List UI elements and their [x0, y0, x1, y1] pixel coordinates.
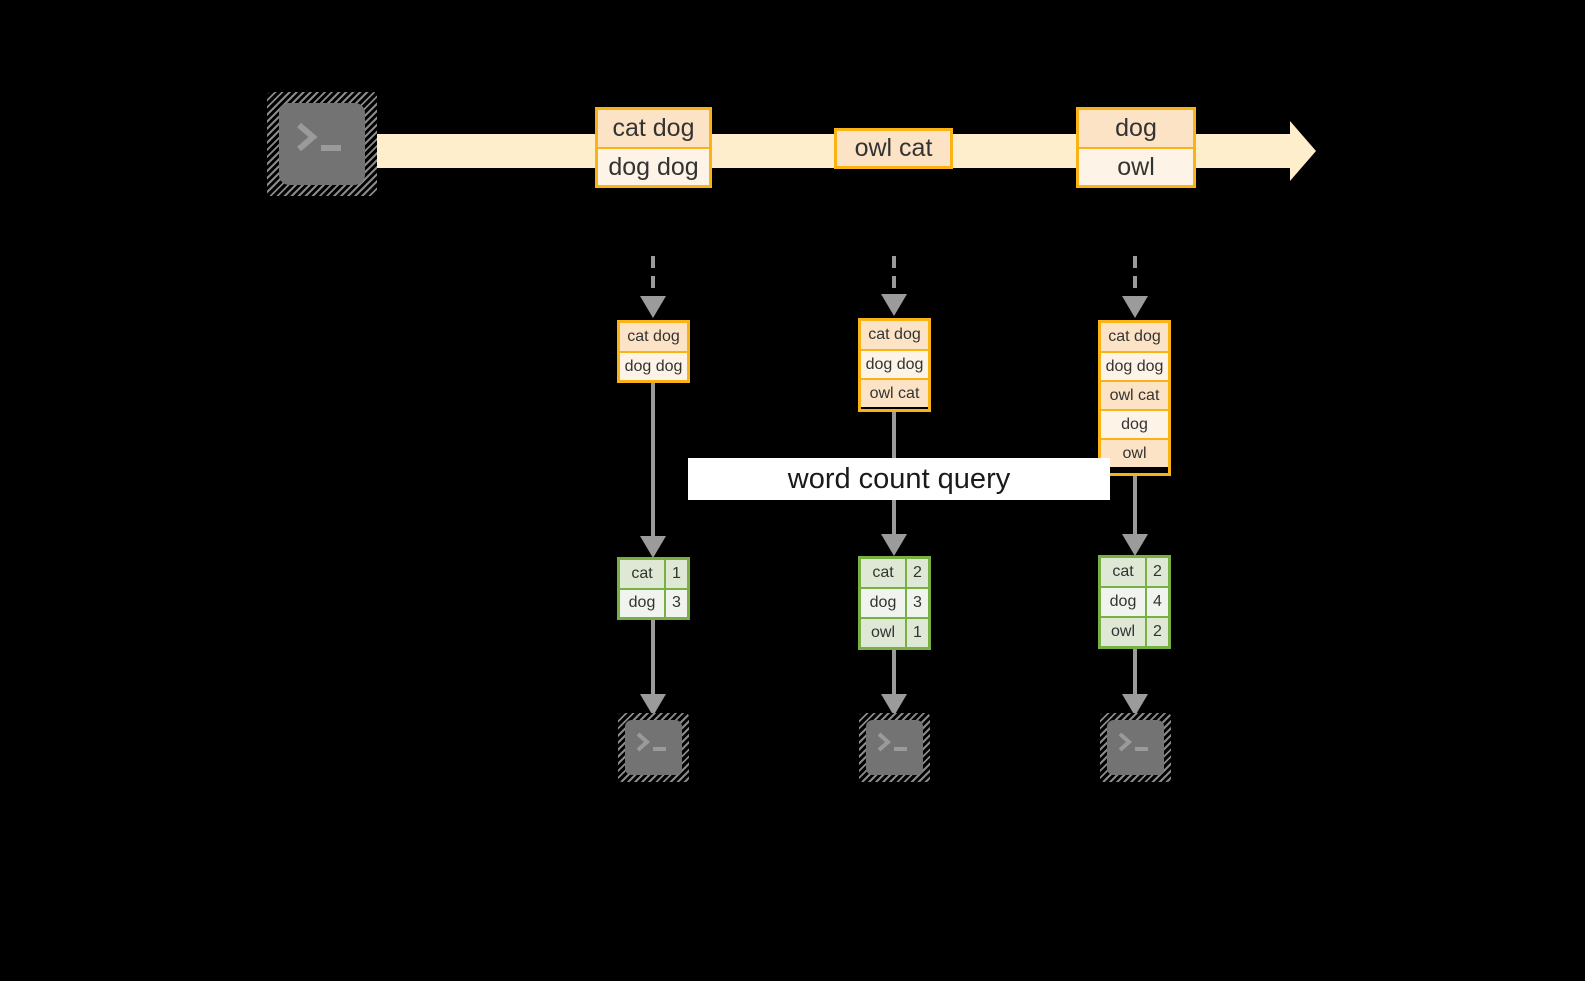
snapshot-2-consumer-terminal-icon[interactable] — [859, 713, 930, 782]
snapshot-3-output-line — [1133, 649, 1137, 696]
count-word: cat — [861, 559, 905, 587]
count-value: 2 — [905, 559, 928, 587]
snapshot-1-tap-arrowhead — [640, 296, 666, 318]
snapshot-2-counts-table[interactable]: cat 2 dog 3 owl 1 — [858, 556, 931, 650]
count-row: dog 4 — [1101, 586, 1168, 616]
snapshot-2-output-line — [892, 650, 896, 696]
terminal-prompt-glyph — [877, 732, 907, 752]
buffer-line: dog — [1101, 409, 1168, 438]
count-value: 3 — [664, 589, 687, 617]
count-word: cat — [620, 560, 664, 588]
stream-record-line: dog dog — [598, 147, 709, 185]
snapshot-1-consumer-terminal-icon[interactable] — [618, 713, 689, 782]
snapshot-1-output-line — [651, 620, 655, 696]
count-word: cat — [1101, 558, 1145, 586]
snapshot-1-output-arrowhead — [640, 694, 666, 716]
snapshot-2-tap-arrowhead — [881, 294, 907, 316]
terminal-prompt-glyph — [636, 732, 666, 752]
terminal-prompt-glyph — [1118, 732, 1148, 752]
buffer-line: cat dog — [620, 323, 687, 351]
stream-record-line: dog — [1079, 110, 1193, 147]
count-row: owl 1 — [861, 617, 928, 647]
buffer-line: dog dog — [620, 351, 687, 380]
count-row: cat 1 — [620, 560, 687, 588]
count-value: 4 — [1145, 588, 1168, 616]
buffer-line: owl cat — [861, 378, 928, 407]
count-row: dog 3 — [861, 587, 928, 617]
stream-record-3[interactable]: dog owl — [1076, 107, 1196, 188]
producer-terminal-icon[interactable] — [267, 92, 377, 196]
snapshot-1-query-arrowhead — [640, 536, 666, 558]
stream-record-2[interactable]: owl cat — [834, 128, 953, 169]
snapshot-3-query-arrowhead — [1122, 534, 1148, 556]
buffer-line: cat dog — [1101, 323, 1168, 351]
count-row: dog 3 — [620, 587, 687, 617]
terminal-face — [1107, 720, 1164, 775]
snapshot-1-counts-table[interactable]: cat 1 dog 3 — [617, 557, 690, 620]
count-word: dog — [620, 589, 664, 617]
count-word: owl — [861, 619, 905, 647]
snapshot-2-output-arrowhead — [881, 694, 907, 716]
snapshot-3-counts-table[interactable]: cat 2 dog 4 owl 2 — [1098, 555, 1171, 649]
count-row: cat 2 — [861, 559, 928, 587]
stream-record-1[interactable]: cat dog dog dog — [595, 107, 712, 188]
count-word: owl — [1101, 618, 1145, 646]
count-value: 2 — [1145, 618, 1168, 646]
snapshot-2-query-arrowhead — [881, 534, 907, 556]
snapshot-3-tap-arrowhead — [1122, 296, 1148, 318]
snapshot-3-tap-line — [1133, 256, 1137, 300]
terminal-face — [279, 103, 365, 185]
buffer-line: cat dog — [861, 321, 928, 349]
terminal-prompt-glyph — [297, 122, 341, 152]
snapshot-1-tap-line — [651, 256, 655, 300]
stream-record-line: owl — [1079, 147, 1193, 185]
count-row: owl 2 — [1101, 616, 1168, 646]
snapshot-1-query-line — [651, 383, 655, 538]
query-label: word count query — [688, 458, 1110, 500]
snapshot-2-buffer[interactable]: cat dog dog dog owl cat — [858, 318, 931, 412]
count-value: 1 — [664, 560, 687, 588]
stream-record-line: cat dog — [598, 110, 709, 147]
count-value: 1 — [905, 619, 928, 647]
count-value: 3 — [905, 589, 928, 617]
snapshot-3-query-line — [1133, 476, 1137, 536]
count-value: 2 — [1145, 558, 1168, 586]
count-word: dog — [861, 589, 905, 617]
count-row: cat 2 — [1101, 558, 1168, 586]
stream-record-line: owl cat — [837, 131, 950, 166]
buffer-line: dog dog — [861, 349, 928, 378]
snapshot-1-buffer[interactable]: cat dog dog dog — [617, 320, 690, 383]
count-word: dog — [1101, 588, 1145, 616]
snapshot-2-tap-line — [892, 256, 896, 298]
snapshot-3-consumer-terminal-icon[interactable] — [1100, 713, 1171, 782]
buffer-line: owl cat — [1101, 380, 1168, 409]
snapshot-3-output-arrowhead — [1122, 694, 1148, 716]
buffer-line: dog dog — [1101, 351, 1168, 380]
snapshot-3-buffer[interactable]: cat dog dog dog owl cat dog owl — [1098, 320, 1171, 476]
buffer-line: owl — [1101, 438, 1168, 467]
terminal-face — [625, 720, 682, 775]
stream-arrow-head — [1290, 121, 1316, 181]
terminal-face — [866, 720, 923, 775]
